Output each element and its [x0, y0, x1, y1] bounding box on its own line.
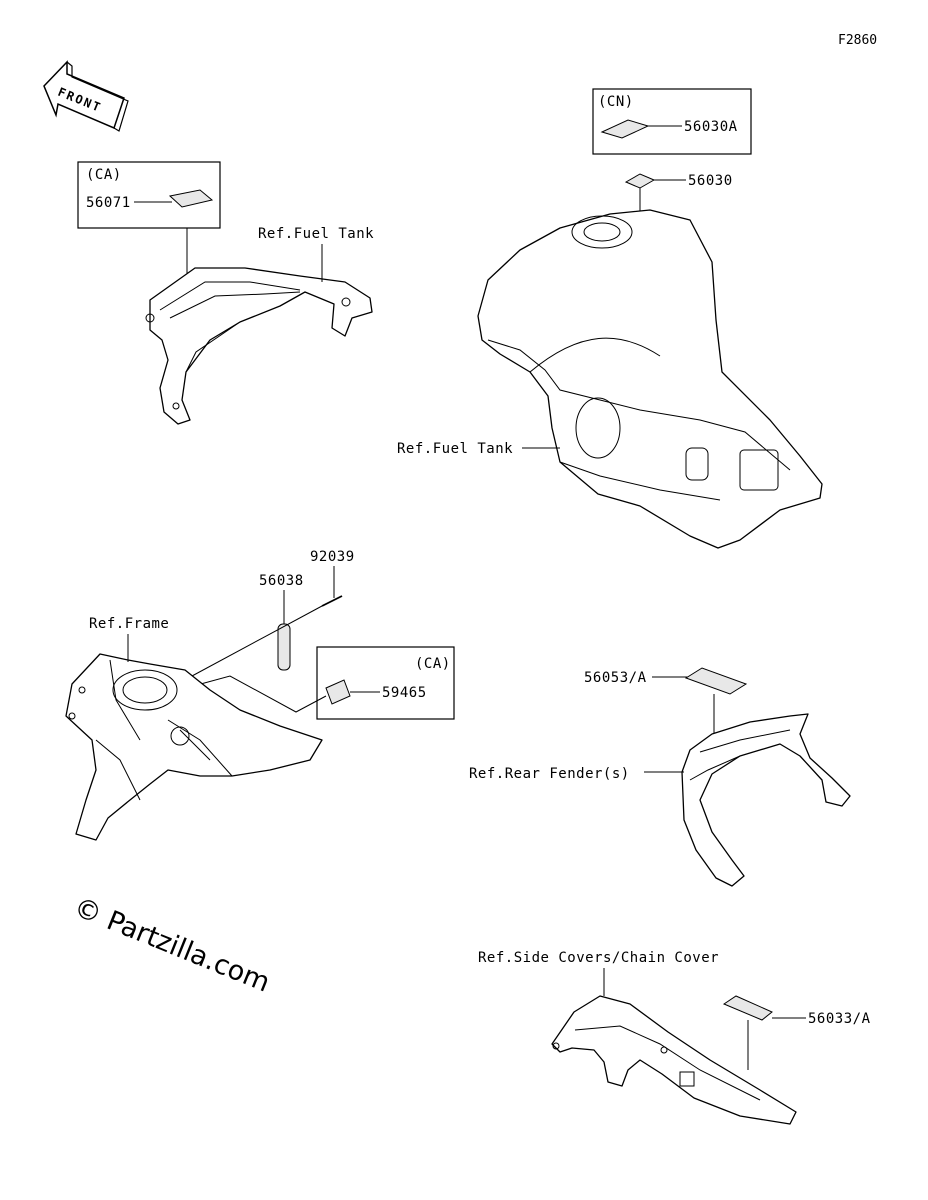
ref-fuel-tank-label-2[interactable]: Ref.Fuel Tank [397, 441, 513, 457]
group-fuel-tank: (CN) 56030A 56030 Ref.Fuel Tank [397, 88, 823, 549]
ref-side-covers-label[interactable]: Ref.Side Covers/Chain Cover [478, 950, 719, 966]
part-number-56053a[interactable]: 56053/A [584, 670, 647, 686]
region-box-ca-2 [316, 646, 455, 720]
group-frame: 92039 56038 (CA) 59465 Ref.Frame [65, 549, 455, 841]
group-chain-cover: Ref.Side Covers/Chain Cover 56033/A [478, 950, 871, 1125]
ref-frame-label[interactable]: Ref.Frame [89, 616, 169, 632]
label-strip-56038 [277, 623, 291, 671]
frame-part [65, 653, 323, 841]
label-sticker-56030a [600, 119, 650, 139]
label-sticker-56030 [624, 173, 656, 189]
part-number-56033a[interactable]: 56033/A [808, 1011, 871, 1027]
label-sticker-56071 [168, 189, 214, 208]
fuel-tank-part [477, 209, 823, 549]
rivet-92039 [321, 595, 343, 607]
front-arrow-icon: FRONT [43, 60, 129, 132]
region-label-ca-1: (CA) [86, 167, 122, 183]
region-label-ca-2: (CA) [415, 656, 451, 672]
label-sticker-59465 [325, 679, 351, 705]
partzilla-watermark: © Partzilla.com [69, 892, 274, 999]
part-number-56038[interactable]: 56038 [259, 573, 304, 589]
label-sticker-56053a [684, 667, 748, 695]
ref-rear-fender-label[interactable]: Ref.Rear Fender(s) [469, 766, 630, 782]
group-rear-fender: 56053/A Ref.Rear Fender(s) [469, 667, 851, 887]
figure-id: F2860 [838, 33, 877, 48]
group-headlight-cover: (CA) 56071 Ref.Fuel Tank [77, 161, 374, 425]
part-number-56071[interactable]: 56071 [86, 195, 131, 211]
region-box-cn [592, 88, 752, 155]
region-label-cn: (CN) [598, 94, 634, 110]
part-number-56030[interactable]: 56030 [688, 173, 733, 189]
label-sticker-56033a [722, 995, 773, 1021]
part-number-59465[interactable]: 59465 [382, 685, 427, 701]
headlight-cover-part [149, 267, 373, 425]
ref-fuel-tank-label-1[interactable]: Ref.Fuel Tank [258, 226, 374, 242]
part-number-92039[interactable]: 92039 [310, 549, 355, 565]
chain-cover-part [551, 995, 797, 1125]
rear-fender-part [681, 713, 851, 887]
part-number-56030a[interactable]: 56030A [684, 119, 738, 135]
region-box-ca-1 [77, 161, 221, 229]
